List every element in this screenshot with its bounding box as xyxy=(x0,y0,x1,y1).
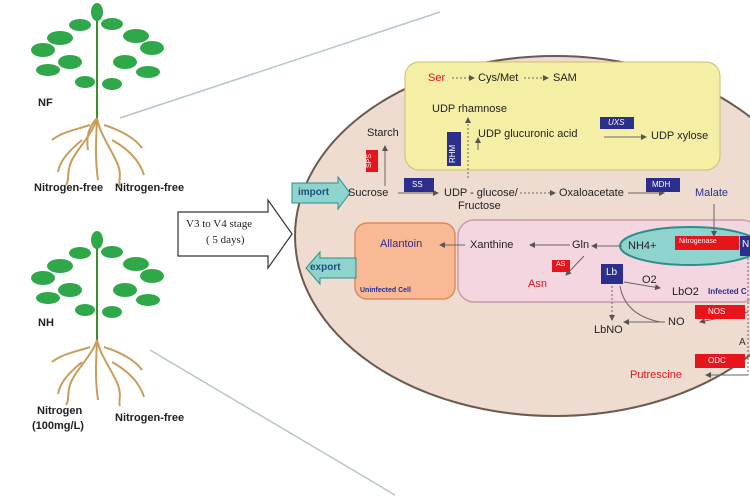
metabolite-no: NO xyxy=(668,316,685,328)
enzyme-uxs: UXS xyxy=(608,118,625,127)
metabolite-sucrose: Sucrose xyxy=(348,187,389,199)
plant-top-label: NF xyxy=(38,97,53,109)
metabolite-putrescine: Putrescine xyxy=(630,369,682,381)
enzyme-as: AS xyxy=(556,261,566,268)
metabolite-udp-glucose: UDP - glucose/ xyxy=(444,187,518,199)
metabolite-allantoin: Allantoin xyxy=(380,238,423,250)
enzyme-ss: SS xyxy=(412,180,423,189)
enzyme-mdh-box xyxy=(646,178,680,192)
metabolite-lbno: LbNO xyxy=(594,324,623,336)
plant-bottom-root-right-label: Nitrogen-free xyxy=(115,412,185,424)
infected-cell-label: Infected C xyxy=(708,287,747,296)
enzyme-nitrogenase-box xyxy=(675,236,739,250)
lb-box xyxy=(601,264,623,284)
stage-arrow xyxy=(177,198,293,270)
metabolite-starch: Starch xyxy=(367,127,399,139)
zoom-line-bottom xyxy=(149,349,396,496)
stage-label-1: V3 to V4 stage xyxy=(186,218,253,230)
enzyme-rhm-box xyxy=(447,132,461,166)
enzyme-nos: NOS xyxy=(708,307,726,316)
metabolite-xanthine: Xanthine xyxy=(470,239,514,251)
enzyme-sps: SPS xyxy=(366,153,373,168)
enzyme-uxs-box xyxy=(600,117,634,129)
enzyme-mdh: MDH xyxy=(652,180,671,189)
yellow-pathway-box xyxy=(404,61,721,171)
enzyme-sps-box xyxy=(366,150,378,172)
metabolite-oxaloacetate: Oxaloacetate xyxy=(559,187,624,199)
metabolite-udp-glucuronic: UDP glucuronic acid xyxy=(478,128,578,140)
plant-top-root-left-label: Nitrogen-free xyxy=(34,182,104,194)
metabolite-cys-met: Cys/Met xyxy=(478,72,519,84)
metabolite-lbo2: LbO2 xyxy=(672,286,699,298)
metabolite-udp-rhamnose: UDP rhamnose xyxy=(432,103,507,115)
export-arrow xyxy=(305,250,357,286)
n-cut-box xyxy=(740,236,750,256)
export-label: export xyxy=(310,262,341,273)
enzyme-a-cut: A xyxy=(739,337,746,348)
enzyme-as-box xyxy=(552,260,570,272)
plant-top-roots xyxy=(51,117,145,187)
enzyme-nos-box xyxy=(695,305,745,319)
metabolite-gln: Gln xyxy=(572,239,590,251)
metabolite-sam: SAM xyxy=(553,72,577,84)
metabolite-n-cut: N xyxy=(742,239,750,250)
plant-bottom-roots xyxy=(51,339,145,407)
enzyme-odc-box xyxy=(695,354,745,368)
plant-bottom xyxy=(31,231,164,407)
metabolite-o2: O2 xyxy=(642,274,657,286)
enzyme-ss-box xyxy=(404,178,434,192)
stage-label-2: ( 5 days) xyxy=(206,234,245,246)
plant-bottom-root-left-label-2: (100mg/L) xyxy=(32,420,84,432)
metabolite-nh4: NH4+ xyxy=(628,240,657,252)
lb-no-arrow xyxy=(619,285,661,323)
uninfected-cell-label: Uninfected Cell xyxy=(360,287,411,294)
plant-top xyxy=(31,3,164,187)
plant-top-root-right-label: Nitrogen-free xyxy=(115,182,185,194)
import-label: import xyxy=(298,187,330,198)
plant-bottom-leaves xyxy=(31,231,164,340)
plant-bottom-root-left-label-1: Nitrogen xyxy=(37,405,83,417)
import-arrow xyxy=(291,175,351,211)
enzyme-rhm: RHM xyxy=(448,144,457,163)
enzyme-odc: ODC xyxy=(708,356,726,365)
plant-bottom-label: NH xyxy=(38,317,54,329)
metabolite-lb: Lb xyxy=(606,267,618,278)
metabolite-asn: Asn xyxy=(528,278,547,290)
plant-top-leaves xyxy=(31,3,164,118)
enzyme-nitrogenase: Nitrogenase xyxy=(679,238,717,245)
metabolite-fructose: Fructose xyxy=(458,200,501,212)
metabolite-udp-xylose: UDP xylose xyxy=(651,130,709,142)
zoom-line-top xyxy=(119,11,441,119)
metabolite-ser: Ser xyxy=(428,72,446,84)
metabolite-malate: Malate xyxy=(695,187,729,199)
